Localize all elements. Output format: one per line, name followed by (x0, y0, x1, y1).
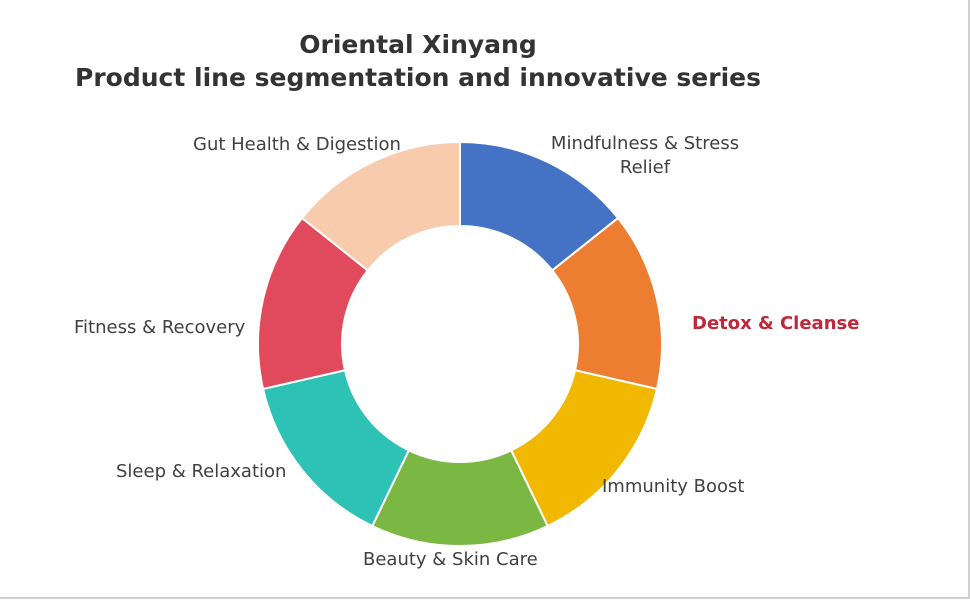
label-sleep: Sleep & Relaxation (116, 461, 287, 482)
label-gut: Gut Health & Digestion (193, 134, 401, 155)
label-detox: Detox & Cleanse (692, 313, 860, 334)
label-mindfulness: Mindfulness & Stress Relief (550, 133, 740, 178)
label-fitness: Fitness & Recovery (74, 317, 246, 338)
chart-subtitle: Product line segmentation and innovative… (75, 63, 761, 92)
label-beauty: Beauty & Skin Care (363, 549, 538, 570)
label-immunity: Immunity Boost (602, 476, 745, 497)
donut-segment-gut-health-digestion (300, 140, 461, 272)
chart-title: Oriental Xinyang (299, 30, 537, 59)
